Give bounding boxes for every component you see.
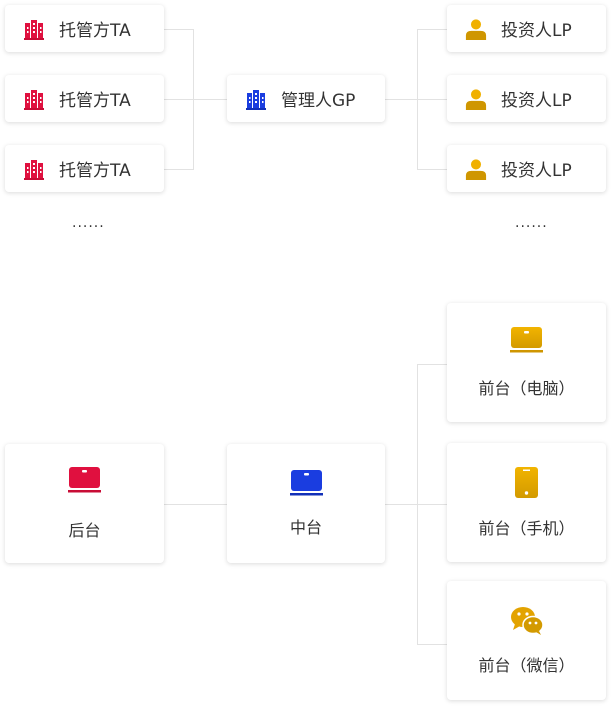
connector xyxy=(417,364,418,645)
building-icon xyxy=(23,18,45,40)
investor-node[interactable]: 投资人LP xyxy=(447,145,606,192)
investor-node[interactable]: 投资人LP xyxy=(447,5,606,52)
laptop-icon xyxy=(510,326,543,357)
node-label: 中台 xyxy=(289,517,322,537)
connector xyxy=(385,504,447,505)
connector xyxy=(164,29,193,30)
more-indicator: ...... xyxy=(515,215,548,231)
custodian-node[interactable]: 托管方TA xyxy=(5,75,164,122)
user-icon xyxy=(465,158,487,180)
laptop-icon xyxy=(68,466,101,497)
node-label: 托管方TA xyxy=(59,91,131,111)
node-label: 托管方TA xyxy=(59,161,131,181)
connector xyxy=(417,29,447,30)
node-label: 投资人LP xyxy=(501,91,572,111)
node-label: 前台（微信） xyxy=(478,655,575,675)
laptop-icon xyxy=(289,469,323,500)
investor-node[interactable]: 投资人LP xyxy=(447,75,606,122)
building-icon xyxy=(245,88,267,110)
node-label: 管理人GP xyxy=(281,91,356,111)
wechat-icon xyxy=(510,606,544,640)
connector xyxy=(417,29,418,170)
connector xyxy=(164,99,227,100)
building-icon xyxy=(23,88,45,110)
middle-node[interactable]: 中台 xyxy=(227,444,385,563)
connector xyxy=(193,29,194,170)
custodian-node[interactable]: 托管方TA xyxy=(5,145,164,192)
node-label: 前台（电脑） xyxy=(478,378,575,398)
frontend-node[interactable]: 前台（电脑） xyxy=(447,303,606,422)
node-label: 前台（手机） xyxy=(478,518,575,538)
connector xyxy=(417,169,447,170)
frontend-node[interactable]: 前台（微信） xyxy=(447,581,606,700)
node-label: 投资人LP xyxy=(501,161,572,181)
phone-icon xyxy=(515,466,538,503)
frontend-node[interactable]: 前台（手机） xyxy=(447,443,606,562)
manager-node[interactable]: 管理人GP xyxy=(227,75,385,122)
node-label: 后台 xyxy=(68,520,101,540)
backend-node[interactable]: 后台 xyxy=(5,444,164,563)
connector xyxy=(417,364,447,365)
connector xyxy=(417,644,447,645)
building-icon xyxy=(23,158,45,180)
more-indicator: ...... xyxy=(72,215,105,231)
user-icon xyxy=(465,88,487,110)
custodian-node[interactable]: 托管方TA xyxy=(5,5,164,52)
connector xyxy=(164,169,193,170)
node-label: 托管方TA xyxy=(59,21,131,41)
node-label: 投资人LP xyxy=(501,21,572,41)
user-icon xyxy=(465,18,487,40)
connector xyxy=(385,99,447,100)
connector xyxy=(164,504,227,505)
